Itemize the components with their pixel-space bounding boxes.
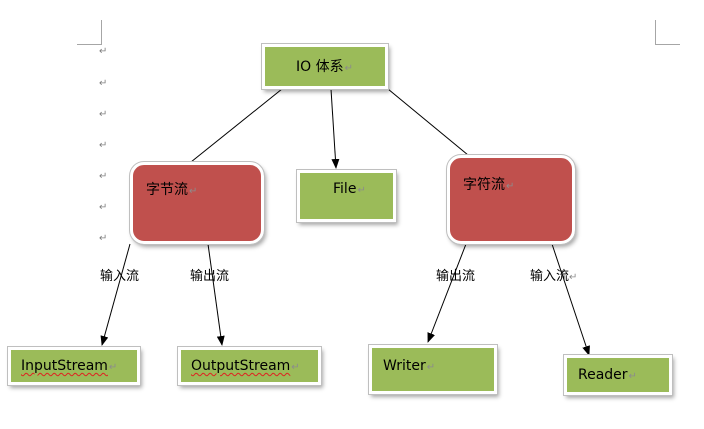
paragraph-mark: ↵ [99, 171, 108, 182]
node-label: Reader↵ [578, 367, 637, 383]
edge-label-byte-input: 输入流 [100, 269, 140, 284]
node-label: 字节流↵ [146, 182, 198, 198]
node-label: 字符流↵ [463, 177, 515, 193]
edge-root-to-byte-stream [190, 88, 283, 163]
paragraph-mark: ↵ [99, 46, 108, 57]
edge-byte-to-inputstream [100, 243, 131, 346]
node-writer: Writer↵ [368, 344, 498, 395]
edge-char-to-writer [427, 243, 467, 343]
node-label: IO 体系↵ [296, 59, 353, 75]
node-file: File↵ [296, 169, 397, 223]
node-label: InputStream↵ [21, 358, 118, 374]
node-byte-stream: 字节流↵ [129, 161, 265, 245]
node-outputstream: OutputStream↵ [177, 346, 322, 386]
paragraph-mark: ↵ [99, 233, 108, 244]
edge-label-char-input: 输入流↵ [530, 269, 578, 284]
edge-label-char-output: 输出流 [436, 269, 476, 284]
edge-label-byte-output: 输出流 [190, 269, 230, 284]
paragraph-mark: ↵ [99, 140, 108, 151]
page-corner-mark-top-left [77, 20, 102, 45]
node-char-stream: 字符流↵ [446, 154, 576, 245]
node-inputstream: InputStream↵ [7, 346, 141, 386]
paragraph-mark: ↵ [99, 78, 108, 89]
edge-root-to-file [330, 88, 340, 169]
paragraph-mark: ↵ [99, 202, 108, 213]
node-io-system: IO 体系↵ [261, 43, 389, 90]
node-label: OutputStream↵ [191, 358, 300, 374]
page-corner-mark-top-right [655, 20, 680, 45]
edge-root-to-char-stream [387, 88, 469, 156]
paragraph-mark: ↵ [99, 109, 108, 120]
node-reader: Reader↵ [563, 354, 673, 396]
node-label: Writer↵ [383, 358, 436, 374]
node-label: File↵ [333, 181, 366, 197]
edge-char-to-reader [551, 243, 590, 356]
edge-byte-to-outputstream [207, 243, 225, 346]
